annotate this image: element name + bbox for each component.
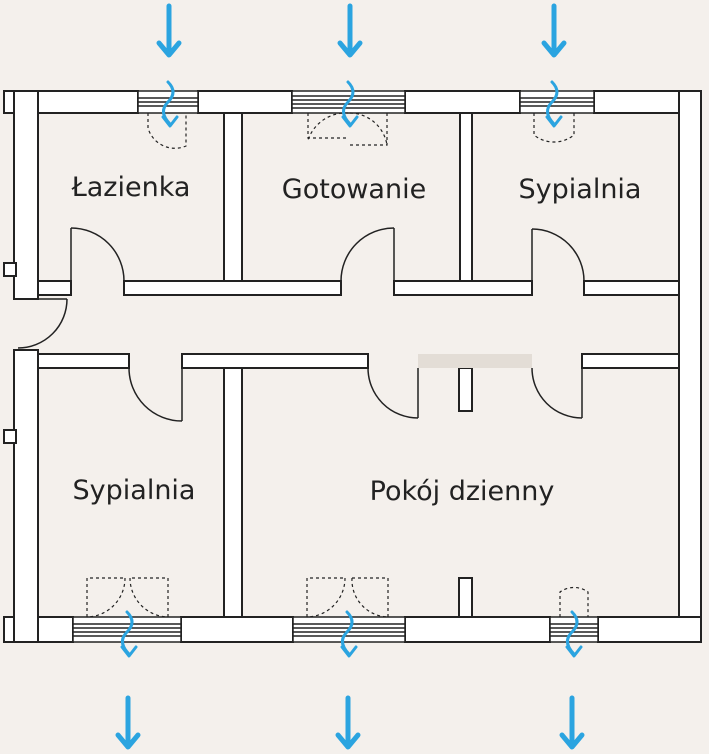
wall-left-bottom [13, 349, 39, 643]
room-label-lazienka: Łazienka [71, 172, 191, 203]
windows [72, 90, 599, 643]
door-swing-icon [531, 228, 585, 282]
wall-left-top [13, 90, 39, 300]
wall-bottom-4 [597, 616, 702, 643]
door-swing-icon [367, 367, 419, 419]
wall-stub-upper [458, 367, 473, 412]
wall-hall-bottom-3 [581, 353, 680, 369]
arrow-down-icon [161, 80, 179, 128]
window-icon [549, 616, 599, 643]
wall-partition-2 [459, 112, 473, 282]
wall-bottom-3 [404, 616, 551, 643]
arrow-down-icon [337, 3, 363, 58]
wall-left-stub-1 [3, 262, 17, 277]
doors [17, 227, 585, 422]
airflow-arrows [115, 3, 585, 750]
wall-stub-lower [458, 577, 473, 618]
wall-opening [418, 354, 532, 368]
wall-hall-top-1 [37, 280, 72, 296]
wall-hall-bottom-1 [37, 353, 130, 369]
arrow-down-icon [559, 695, 585, 750]
room-label-gotowanie: Gotowanie [282, 174, 426, 205]
wall-left-stub-2 [3, 429, 17, 444]
wall-hall-top-4 [583, 280, 680, 296]
door-swing-icon [17, 298, 68, 349]
window-sashes [86, 112, 589, 618]
room-label-sypialnia-bottom: Sypialnia [73, 475, 196, 506]
arrow-down-icon [120, 610, 138, 658]
window-icon [519, 90, 595, 114]
wall-hall-top-3 [393, 280, 533, 296]
wall-partition-1 [223, 112, 243, 282]
room-label-sypialnia-top: Sypialnia [519, 174, 642, 205]
arrow-down-icon [335, 695, 361, 750]
wall-hall-bottom-2 [181, 353, 369, 369]
door-swing-icon [531, 367, 583, 419]
door-swing-icon [70, 227, 125, 282]
wall-partition-3 [223, 367, 243, 618]
arrow-down-icon [565, 610, 583, 658]
wall-hall-top-2 [123, 280, 342, 296]
arrow-down-icon [541, 3, 567, 58]
arrow-down-icon [545, 80, 563, 128]
arrow-down-icon [341, 80, 359, 128]
door-swing-icon [340, 227, 395, 282]
room-label-pokoj-dzienny: Pokój dzienny [370, 476, 555, 507]
arrow-down-icon [115, 695, 141, 750]
wall-bottom-2 [180, 616, 294, 643]
wall-top-2 [197, 90, 293, 114]
window-icon [72, 616, 182, 643]
wall-right [678, 90, 702, 643]
wall-top-3 [404, 90, 521, 114]
door-swing-icon [128, 367, 183, 422]
arrow-down-icon [340, 610, 358, 658]
arrow-down-icon [156, 3, 182, 58]
